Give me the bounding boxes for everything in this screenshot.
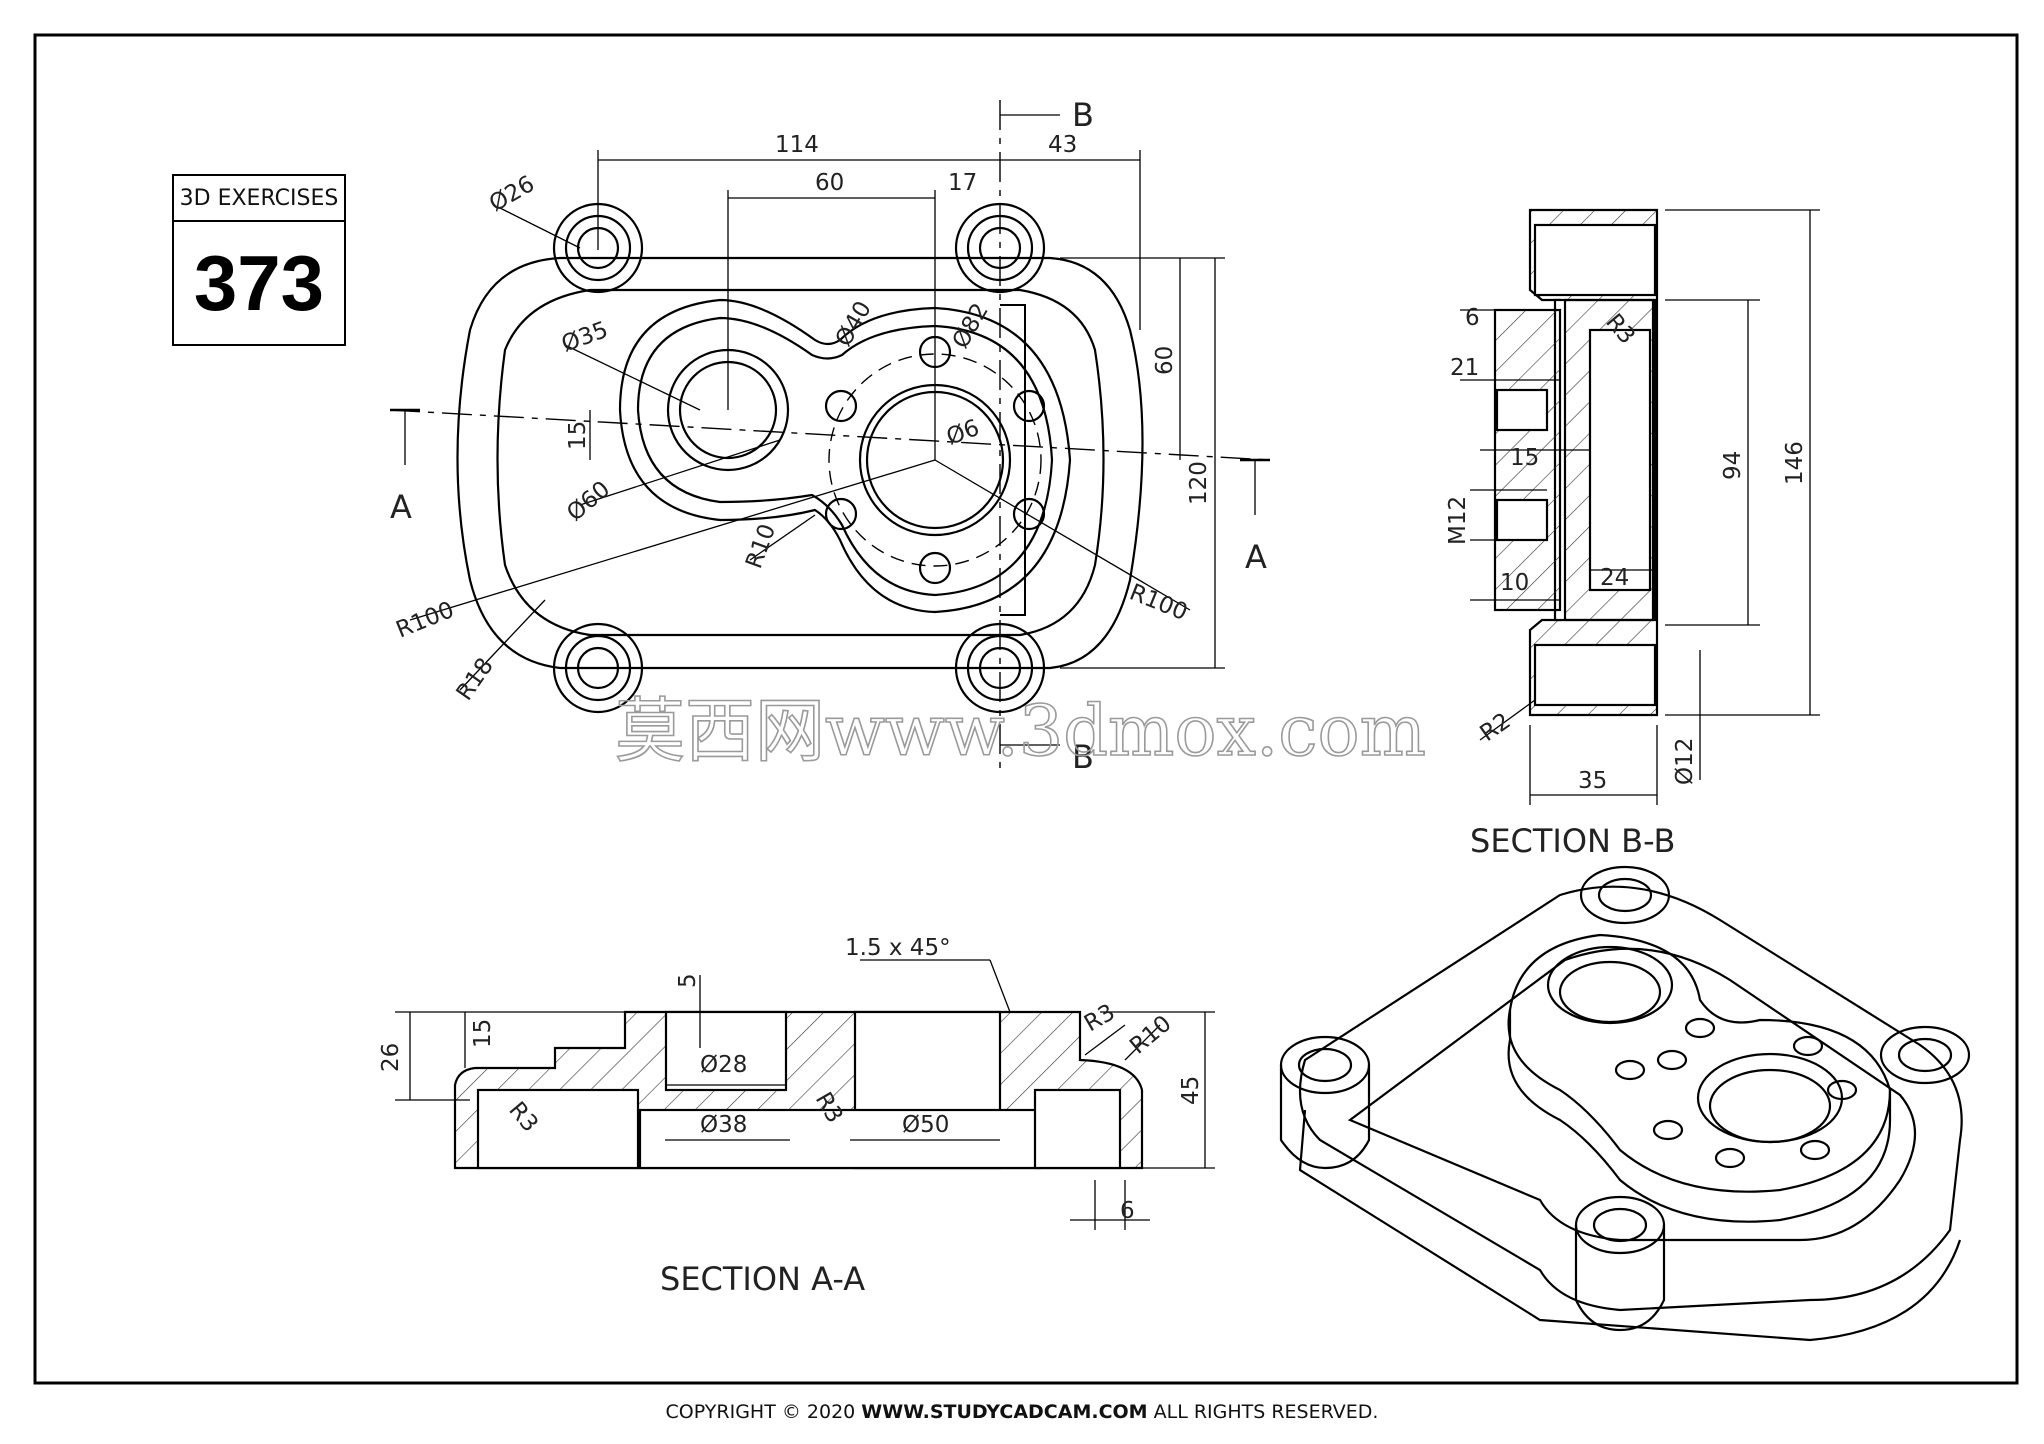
dim-15-top: 15 xyxy=(565,421,591,450)
bb-dim-24: 24 xyxy=(1600,565,1629,591)
exercise-number: 373 xyxy=(193,238,325,327)
bb-dim-r2: R2 xyxy=(1476,708,1516,747)
bb-dim-10: 10 xyxy=(1500,570,1529,596)
title-block: 3D EXERCISES 373 xyxy=(172,174,346,346)
aa-dim-6: 6 xyxy=(1120,1198,1135,1224)
top-view xyxy=(389,100,1271,770)
top-view-outline xyxy=(456,256,1144,670)
dim-120: 120 xyxy=(1186,461,1212,505)
aa-dim-45: 45 xyxy=(1178,1076,1204,1105)
footer-site-link[interactable]: WWW.STUDYCADCAM.COM xyxy=(861,1401,1148,1423)
dim-r100-left: R100 xyxy=(393,597,458,644)
aa-dim-dia38: Ø38 xyxy=(700,1112,747,1138)
dim-r100-right: R100 xyxy=(1126,579,1191,626)
watermark: 莫西网www.3dmox.com xyxy=(615,690,1426,772)
iso-outer-body xyxy=(1298,885,1963,1312)
iso-boss-2 xyxy=(1579,865,1671,925)
top-view-inner-flange xyxy=(496,288,1105,637)
section-aa-title: SECTION A-A xyxy=(660,1260,865,1298)
aa-dim-5: 5 xyxy=(675,973,701,988)
dim-dia6: Ø6 xyxy=(943,415,983,451)
isometric-view xyxy=(1279,865,1971,1342)
aa-dim-chamfer: 1.5 x 45° xyxy=(845,935,951,961)
bb-dim-15: 15 xyxy=(1510,445,1539,471)
bb-dim-6: 6 xyxy=(1465,305,1480,331)
sheet-border xyxy=(33,33,2019,1385)
section-bb-title: SECTION B-B xyxy=(1470,822,1675,860)
bb-dim-m12: M12 xyxy=(1445,496,1471,545)
bb-dim-146: 146 xyxy=(1782,441,1808,485)
section-bb-view xyxy=(1460,208,1820,805)
title-block-label: 3D EXERCISES xyxy=(174,176,344,222)
bb-dim-35: 35 xyxy=(1578,768,1607,794)
dim-dia82: Ø82 xyxy=(948,299,994,353)
iso-figure-eight xyxy=(1507,933,1892,1193)
dim-60-vert: 60 xyxy=(1152,346,1178,375)
boss-bottom-left xyxy=(552,622,644,714)
iso-boss-4 xyxy=(1574,1195,1666,1255)
section-aa-labels: SECTION A-A 1.5 x 45° 5 26 15 R3 R10 Ø28… xyxy=(378,935,1204,1298)
dim-dia35: Ø35 xyxy=(558,317,611,358)
dim-114: 114 xyxy=(775,132,819,158)
bb-dim-94: 94 xyxy=(1720,451,1746,480)
section-bb-labels: SECTION B-B 6 R3 21 15 M12 10 24 94 146 … xyxy=(1445,305,1808,860)
dim-dia60: Ø60 xyxy=(562,476,615,526)
iso-boss-1 xyxy=(1279,1035,1371,1095)
dim-dia26: Ø26 xyxy=(485,171,539,217)
dim-43: 43 xyxy=(1048,132,1077,158)
aa-dim-dia28: Ø28 xyxy=(700,1052,747,1078)
dim-r18: R18 xyxy=(452,653,499,705)
dim-r10: R10 xyxy=(741,521,781,572)
bb-dim-21: 21 xyxy=(1450,355,1479,381)
iso-boss-3 xyxy=(1879,1025,1971,1085)
dim-60: 60 xyxy=(815,170,844,196)
dim-dia40: Ø40 xyxy=(831,297,877,351)
section-aa-view xyxy=(395,959,1215,1230)
cut-label-b-bottom: B xyxy=(1072,738,1094,776)
footer-prefix: COPYRIGHT © 2020 xyxy=(665,1401,862,1423)
cut-label-a-left: A xyxy=(390,488,412,526)
cut-label-a-right: A xyxy=(1245,538,1267,576)
aa-dim-r3-top: R3 xyxy=(1080,999,1120,1037)
aa-dim-15: 15 xyxy=(470,1019,496,1048)
bb-dim-dia12: Ø12 xyxy=(1672,738,1698,785)
cut-label-b-top: B xyxy=(1072,96,1094,134)
dim-17: 17 xyxy=(948,170,977,196)
footer-suffix: ALL RIGHTS RESERVED. xyxy=(1147,1401,1379,1423)
aa-dim-dia50: Ø50 xyxy=(902,1112,949,1138)
copyright-footer: COPYRIGHT © 2020 WWW.STUDYCADCAM.COM ALL… xyxy=(0,1401,2044,1423)
aa-dim-26: 26 xyxy=(378,1043,404,1072)
